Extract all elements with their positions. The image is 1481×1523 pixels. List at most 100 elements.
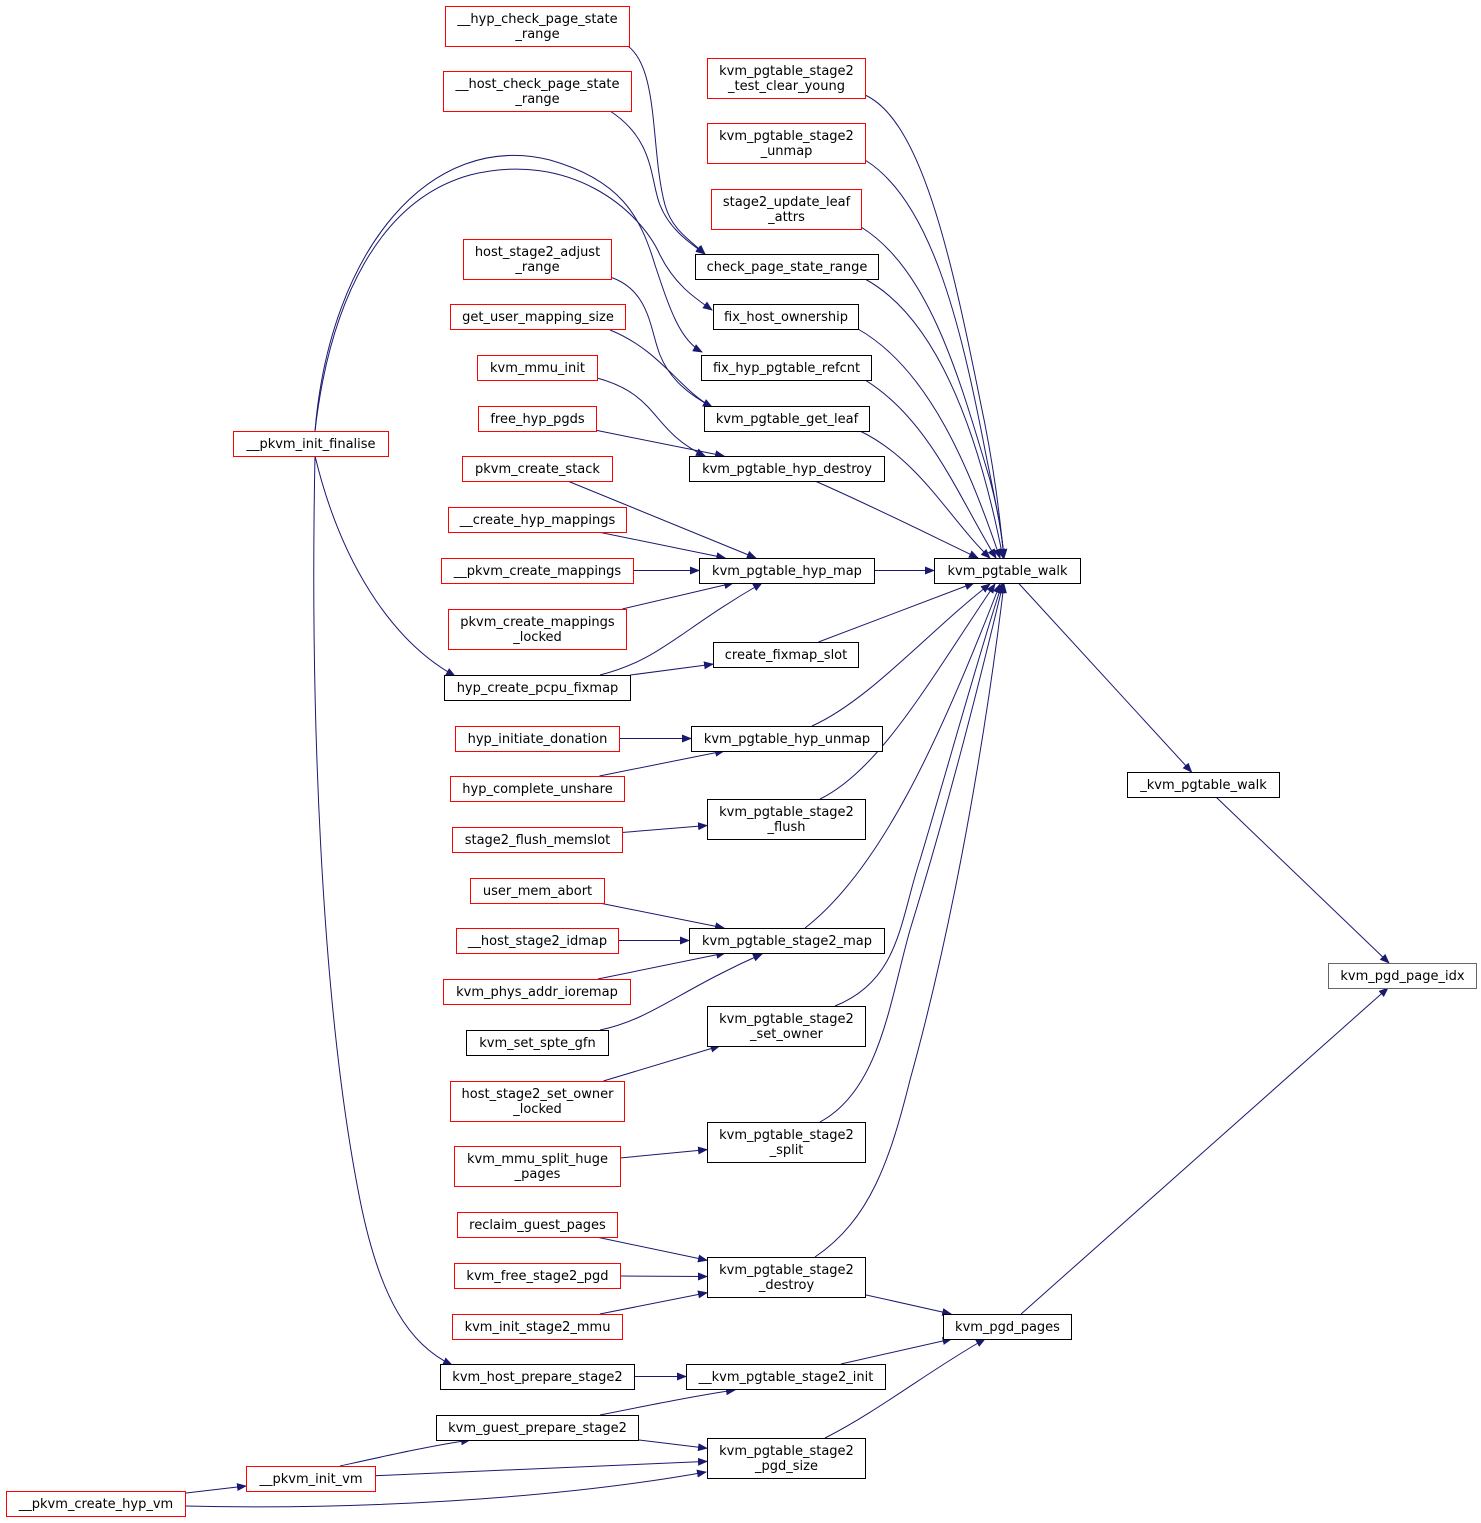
node-kvm-pgtable-stage2-unmap[interactable]: kvm_pgtable_stage2_unmap	[707, 123, 866, 164]
node-hyp-create-pcpu-fixmap[interactable]: hyp_create_pcpu_fixmap	[444, 675, 631, 701]
node-box	[443, 71, 632, 112]
node-kvm-free-stage2-pgd[interactable]: kvm_free_stage2_pgd	[454, 1263, 621, 1289]
edge-stage2-update-leaf-attrs-to-kvm-pgtable-walk	[860, 226, 1008, 559]
node-box	[454, 1263, 621, 1289]
node-box	[452, 1314, 623, 1340]
node-kvm-pgtable-stage2-init[interactable]: __kvm_pgtable_stage2_init	[686, 1364, 886, 1390]
node-label: kvm_pgd_page_idx	[1340, 969, 1464, 984]
node-hyp-initiate-donation[interactable]: hyp_initiate_donation	[455, 726, 620, 752]
node-host-stage2-idmap[interactable]: __host_stage2_idmap	[456, 928, 619, 954]
node-label: kvm_pgtable_hyp_destroy	[702, 462, 872, 477]
node-label: stage2_update_leaf	[723, 195, 851, 210]
node-stage2-flush-memslot[interactable]: stage2_flush_memslot	[452, 827, 623, 853]
node-hyp-check-page-state-range[interactable]: __hyp_check_page_state_range	[445, 6, 630, 47]
node-kvm-pgtable-get-leaf[interactable]: kvm_pgtable_get_leaf	[704, 406, 870, 432]
node-create-fixmap-slot[interactable]: create_fixmap_slot	[713, 642, 859, 668]
node-label: kvm_free_stage2_pgd	[466, 1269, 608, 1284]
edge-host-stage2-set-owner-locked-to-kvm-pgtable-stage2-set-owner	[603, 1044, 721, 1082]
node-kvm-pgtable-stage2-test-clear-young[interactable]: kvm_pgtable_stage2_test_clear_young	[707, 58, 866, 99]
node-kvm-guest-prepare-stage2[interactable]: kvm_guest_prepare_stage2	[436, 1415, 639, 1441]
node-kvm-pgtable-stage2-set-owner[interactable]: kvm_pgtable_stage2_set_owner	[707, 1006, 866, 1047]
node-pkvm-create-stack[interactable]: pkvm_create_stack	[462, 456, 613, 482]
edge-kvm-pgtable-stage2-set-owner-to-kvm-pgtable-walk	[834, 583, 1003, 1007]
node-kvm-pgtable-stage2-flush[interactable]: kvm_pgtable_stage2_flush	[707, 799, 866, 840]
node-label: __pkvm_create_hyp_vm	[18, 1497, 173, 1512]
node-kvm-pgd-pages[interactable]: kvm_pgd_pages	[943, 1314, 1072, 1340]
node-label: kvm_pgtable_get_leaf	[716, 412, 859, 427]
edge-hyp-complete-unshare-to-kvm-pgtable-hyp-unmap	[599, 748, 726, 777]
edge-create-fixmap-slot-to-kvm-pgtable-walk	[818, 582, 975, 643]
edge-kvm-pgtable-walk-to-kvm-pgtable-walk	[1018, 582, 1193, 773]
node-box	[466, 1030, 609, 1056]
node-box	[452, 827, 623, 853]
node-label: __kvm_pgtable_stage2_init	[698, 1370, 874, 1385]
node-pkvm-init-finalise[interactable]: __pkvm_init_finalise	[233, 431, 389, 457]
node-kvm-mmu-split-huge-pages[interactable]: kvm_mmu_split_huge_pages	[454, 1146, 621, 1187]
node-box	[454, 1146, 621, 1187]
node-label: hyp_create_pcpu_fixmap	[457, 681, 619, 696]
node-label: kvm_pgtable_stage2	[719, 129, 854, 144]
node-hyp-complete-unshare[interactable]: hyp_complete_unshare	[450, 776, 625, 802]
node-label: kvm_mmu_init	[490, 361, 585, 376]
edge-pkvm-init-finalise-to-fix-hyp-pgtable-refcnt	[314, 154, 703, 432]
node-box	[455, 726, 620, 752]
node-box	[1127, 772, 1280, 798]
node-kvm-pgtable-stage2-destroy[interactable]: kvm_pgtable_stage2_destroy	[707, 1257, 866, 1298]
node-box	[707, 1438, 866, 1479]
node-check-page-state-range[interactable]: check_page_state_range	[695, 254, 879, 280]
node-label: kvm_pgd_pages	[955, 1320, 1060, 1335]
node-kvm-init-stage2-mmu[interactable]: kvm_init_stage2_mmu	[452, 1314, 623, 1340]
node-box	[934, 558, 1081, 584]
node-label: _pages	[514, 1167, 561, 1182]
edge-kvm-free-stage2-pgd-to-kvm-pgtable-stage2-destroy	[619, 1272, 708, 1281]
node-create-hyp-mappings[interactable]: __create_hyp_mappings	[448, 507, 627, 533]
node-host-stage2-adjust-range[interactable]: host_stage2_adjust_range	[463, 239, 612, 280]
node-kvm-pgtable-stage2-pgd-size[interactable]: kvm_pgtable_stage2_pgd_size	[707, 1438, 866, 1479]
node-pkvm-create-mappings[interactable]: __pkvm_create_mappings	[441, 558, 634, 584]
node-label: kvm_pgtable_walk	[947, 564, 1068, 579]
node-kvm-pgtable-hyp-destroy[interactable]: kvm_pgtable_hyp_destroy	[689, 456, 885, 482]
node-kvm-mmu-init[interactable]: kvm_mmu_init	[477, 355, 598, 381]
node-stage2-update-leaf-attrs[interactable]: stage2_update_leaf_attrs	[711, 189, 862, 230]
node-host-stage2-set-owner-locked[interactable]: host_stage2_set_owner_locked	[450, 1081, 625, 1122]
node-kvm-set-spte-gfn[interactable]: kvm_set_spte_gfn	[466, 1030, 609, 1056]
node-kvm-pgd-page-idx[interactable]: kvm_pgd_page_idx	[1328, 963, 1477, 989]
node-pkvm-init-vm[interactable]: __pkvm_init_vm	[246, 1466, 376, 1492]
node-box	[450, 304, 626, 330]
node-reclaim-guest-pages[interactable]: reclaim_guest_pages	[457, 1212, 618, 1238]
edge-kvm-set-spte-gfn-to-kvm-pgtable-stage2-map	[599, 953, 763, 1031]
node-box	[478, 406, 597, 432]
node-box	[450, 776, 625, 802]
edge-create-hyp-mappings-to-kvm-pgtable-hyp-map	[598, 531, 727, 561]
node-kvm-pgtable-stage2-split[interactable]: kvm_pgtable_stage2_split	[707, 1122, 866, 1163]
node-host-check-page-state-range[interactable]: __host_check_page_state_range	[443, 71, 632, 112]
node-kvm-pgtable-hyp-unmap[interactable]: kvm_pgtable_hyp_unmap	[691, 726, 883, 752]
node-fix-hyp-pgtable-refcnt[interactable]: fix_hyp_pgtable_refcnt	[701, 355, 872, 381]
node-box	[707, 1122, 866, 1163]
node-box	[470, 878, 605, 904]
node-label: _unmap	[760, 144, 813, 159]
edge-kvm-mmu-init-to-kvm-pgtable-hyp-destroy	[596, 377, 706, 457]
node-kvm-phys-addr-ioremap[interactable]: kvm_phys_addr_ioremap	[443, 979, 631, 1005]
node-box	[457, 1212, 618, 1238]
node-box	[463, 239, 612, 280]
node-label: kvm_pgtable_stage2	[719, 64, 854, 79]
node-label: user_mem_abort	[483, 884, 592, 899]
node-fix-host-ownership[interactable]: fix_host_ownership	[713, 304, 859, 330]
edge-reclaim-guest-pages-to-kvm-pgtable-stage2-destroy	[596, 1236, 708, 1263]
node-box	[707, 799, 866, 840]
node-user-mem-abort[interactable]: user_mem_abort	[470, 878, 605, 904]
node-kvm-host-prepare-stage2[interactable]: kvm_host_prepare_stage2	[440, 1364, 635, 1390]
edge-check-page-state-range-to-kvm-pgtable-walk	[864, 278, 1006, 559]
node-pkvm-create-mappings-locked[interactable]: pkvm_create_mappings_locked	[448, 609, 627, 650]
node-kvm-pgtable-hyp-map[interactable]: kvm_pgtable_hyp_map	[699, 558, 875, 584]
node-kvm-pgtable-walk[interactable]: _kvm_pgtable_walk	[1127, 772, 1280, 798]
node-kvm-pgtable-stage2-map[interactable]: kvm_pgtable_stage2_map	[689, 928, 885, 954]
node-get-user-mapping-size[interactable]: get_user_mapping_size	[450, 304, 626, 330]
node-free-hyp-pgds[interactable]: free_hyp_pgds	[478, 406, 597, 432]
edge-hyp-create-pcpu-fixmap-to-create-fixmap-slot	[629, 661, 714, 676]
node-kvm-pgtable-walk[interactable]: kvm_pgtable_walk	[934, 558, 1081, 584]
node-pkvm-create-hyp-vm[interactable]: __pkvm_create_hyp_vm	[6, 1491, 186, 1517]
node-label: kvm_mmu_split_huge	[467, 1152, 608, 1167]
node-label: __hyp_check_page_state	[456, 12, 617, 27]
